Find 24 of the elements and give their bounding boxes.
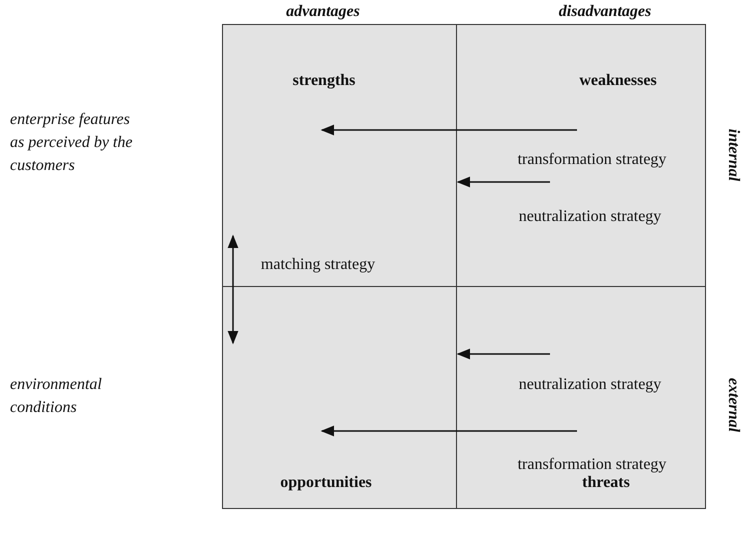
edge-label: neutralization strategy bbox=[518, 376, 662, 394]
quadrant-title: strengths bbox=[292, 72, 356, 90]
arrow bbox=[456, 176, 550, 188]
arrow bbox=[320, 124, 577, 136]
quadrant-title: opportunities bbox=[280, 474, 372, 492]
quadrant-box bbox=[456, 286, 706, 509]
edge-label: transformation strategy bbox=[518, 456, 666, 474]
edge-label: neutralization strategy bbox=[518, 208, 662, 226]
edge-label: matching strategy bbox=[260, 256, 376, 274]
row-label: enterprise features as perceived by the customers bbox=[10, 110, 134, 176]
quadrant-title: threats bbox=[582, 474, 630, 492]
quadrant-title: weaknesses bbox=[579, 72, 657, 90]
column-header: disadvantages bbox=[558, 3, 652, 21]
quadrant-box bbox=[222, 286, 457, 509]
arrow bbox=[320, 426, 577, 436]
quadrant-box bbox=[456, 24, 706, 287]
side-label: internal bbox=[724, 128, 742, 182]
quadrant-box bbox=[222, 24, 457, 287]
side-label: external bbox=[724, 378, 742, 432]
arrow bbox=[228, 234, 238, 344]
row-label: environmental conditions bbox=[10, 375, 103, 418]
column-header: advantages bbox=[286, 3, 360, 21]
arrow bbox=[456, 348, 550, 360]
edge-label: transformation strategy bbox=[518, 151, 666, 169]
